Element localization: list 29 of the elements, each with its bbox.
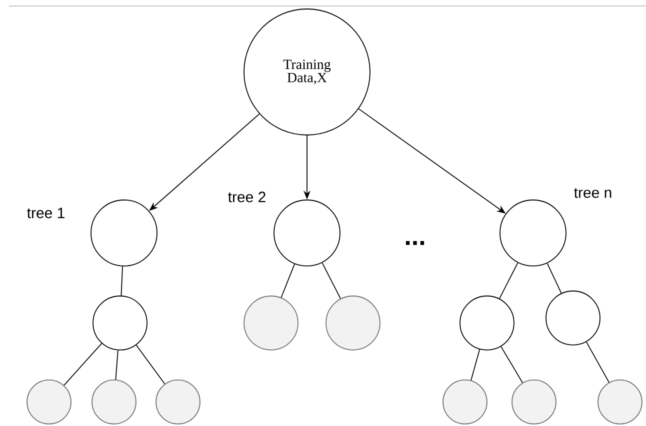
node-circle: [90, 200, 158, 266]
branch-line: [136, 344, 166, 384]
node-circle: [274, 200, 340, 266]
branch-line: [499, 262, 518, 299]
branch-line: [546, 262, 562, 294]
ellipsis: ...: [406, 241, 424, 245]
branch-line: [586, 342, 610, 383]
branch-line: [470, 348, 480, 381]
branch-line: [500, 346, 523, 384]
leaf-circle: [512, 380, 556, 424]
node-circle: [500, 200, 566, 266]
leaf-circle: [326, 296, 380, 350]
leaf-circle: [156, 380, 200, 424]
branch-line: [280, 264, 296, 298]
branch-line: [120, 266, 123, 296]
branch-line: [115, 350, 118, 380]
leaf-circle: [598, 380, 642, 424]
tree-label: tree n: [574, 188, 612, 198]
leaf-circle: [442, 380, 488, 424]
leaf-circle: [26, 380, 72, 424]
tree-label: tree 2: [228, 192, 266, 202]
node-circle: [92, 296, 148, 350]
branch-line: [64, 342, 102, 386]
node-circle: [460, 296, 514, 350]
node-circle: [546, 290, 600, 346]
leaf-circle: [92, 380, 136, 424]
tree-label: tree 1: [27, 208, 64, 218]
branch-line: [322, 262, 341, 299]
leaf-circle: [244, 296, 298, 350]
